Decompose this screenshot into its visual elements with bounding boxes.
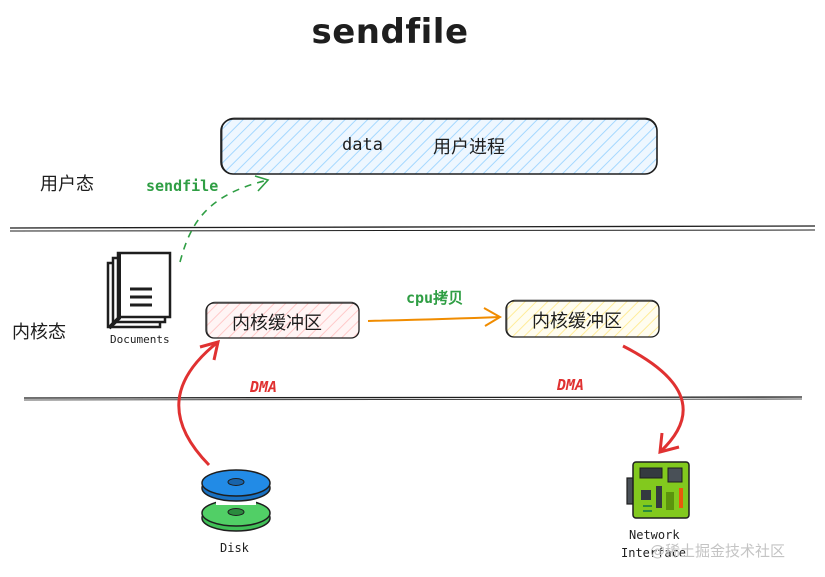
user-process-label: 用户进程 [433, 137, 505, 158]
dma-right-arrow [622, 344, 685, 455]
dma-right-label: DMA [557, 376, 585, 394]
sendfile-arrow [179, 175, 270, 263]
cpu-copy-label: cpu拷贝 [406, 289, 464, 307]
user-process-data-label: data [342, 135, 383, 155]
kernel-buffer-left-label: 内核缓冲区 [232, 313, 322, 334]
disk-icon [201, 469, 271, 532]
user-kernel-divider [9, 225, 816, 232]
diagram-title: sendfile [311, 12, 469, 52]
documents-icon [106, 251, 172, 330]
kernel-hardware-divider [23, 396, 803, 401]
kernel-mode-label: 内核态 [12, 322, 66, 343]
watermark: @稀土掘金技术社区 [650, 542, 786, 560]
kernel-buffer-right-box [505, 299, 660, 338]
kernel-buffer-left-box [205, 301, 360, 339]
user-mode-label: 用户态 [40, 174, 94, 195]
cpu-copy-arrow [367, 307, 502, 327]
disk-caption: Disk [220, 541, 249, 555]
network-caption-line2: Interface [621, 546, 687, 560]
network-caption-line1: Network [629, 528, 680, 542]
documents-caption: Documents [110, 333, 170, 346]
sendfile-arrow-label: sendfile [146, 177, 219, 195]
user-process-box [220, 117, 658, 175]
dma-left-label: DMA [250, 378, 278, 396]
network-interface-icon [626, 461, 690, 519]
dma-left-arrow [177, 339, 221, 467]
kernel-buffer-right-label: 内核缓冲区 [532, 311, 622, 332]
